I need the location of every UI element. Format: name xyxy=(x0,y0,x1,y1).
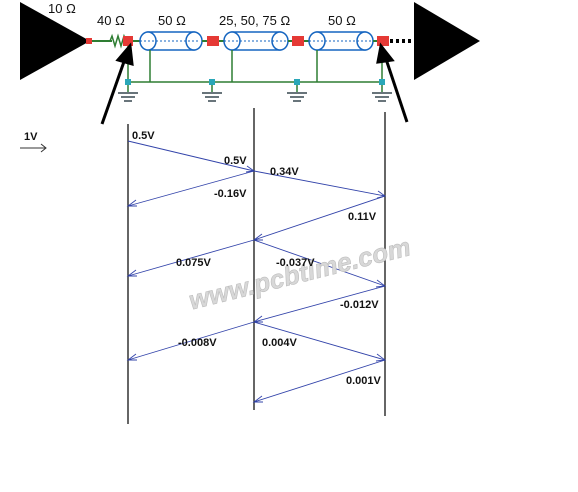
wave-arrow xyxy=(126,239,255,277)
reflection-value: -0.16V xyxy=(214,188,247,200)
arrow-load-end xyxy=(383,55,409,123)
connector-source xyxy=(86,38,92,44)
reflection-value: 0.004V xyxy=(262,337,298,349)
line-segment-1 xyxy=(133,31,207,51)
wave-arrow xyxy=(126,321,255,361)
ground-connections xyxy=(127,46,383,92)
reflection-value: 0.075V xyxy=(176,257,212,269)
line-segment-2 xyxy=(219,31,292,51)
reflection-value: 0.001V xyxy=(346,375,382,387)
reflection-value: 0.11V xyxy=(348,211,377,223)
reflection-value: -0.008V xyxy=(178,337,217,349)
reflection-labels: 0.5V 0.5V 0.34V -0.16V 0.11V 0.075V -0.0… xyxy=(132,130,382,387)
reflection-value: 0.34V xyxy=(270,166,299,178)
ground-icon xyxy=(202,92,222,102)
reflection-arrows xyxy=(126,140,387,403)
reflection-value: -0.037V xyxy=(276,257,315,269)
reflection-value: 0.5V xyxy=(224,155,247,167)
ground-icon xyxy=(287,92,307,102)
label-segment-2: 25, 50, 75 Ω xyxy=(219,13,290,28)
wave-arrow xyxy=(126,170,255,207)
line-segment-3 xyxy=(304,31,377,51)
ground-icon xyxy=(372,92,392,102)
connector-1 xyxy=(123,36,133,46)
incident-label: 1V xyxy=(24,131,38,143)
label-segment-3: 50 Ω xyxy=(328,13,356,28)
arrow-source-end xyxy=(100,55,128,125)
wave-arrow xyxy=(252,359,386,403)
circuit-schematic: 10 Ω 40 Ω 50 Ω 25, 50, 75 Ω 50 Ω xyxy=(20,1,480,125)
receiver-triangle xyxy=(414,2,480,80)
reflection-value: 0.5V xyxy=(132,130,155,142)
reflection-value: -0.012V xyxy=(340,299,379,311)
label-source-impedance: 10 Ω xyxy=(48,1,76,16)
ground-nodes xyxy=(125,79,385,85)
label-segment-1: 50 Ω xyxy=(158,13,186,28)
lattice-diagram: 1V www.pcbtime.com 0.5V 0.5V 0 xyxy=(20,108,414,424)
pointer-arrows xyxy=(100,42,409,125)
connector-4 xyxy=(377,36,389,46)
watermark: www.pcbtime.com xyxy=(186,231,414,315)
connector-3 xyxy=(292,36,304,46)
connector-2 xyxy=(207,36,219,46)
ground-symbols xyxy=(118,92,392,102)
incident-arrow xyxy=(20,143,47,153)
ground-icon xyxy=(118,92,138,102)
label-series-resistor: 40 Ω xyxy=(97,13,125,28)
driver-triangle xyxy=(20,2,90,80)
